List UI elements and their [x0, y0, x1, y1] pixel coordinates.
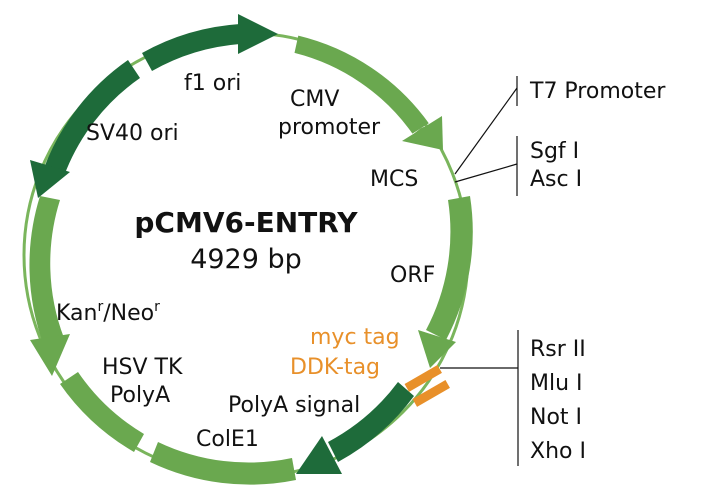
sv40-ori-body: [44, 60, 140, 176]
kan-neo-label: Kanr/Neor: [56, 299, 160, 326]
myc-tag-marker: [404, 365, 442, 392]
cmv-promoter-body: [294, 35, 429, 134]
not-i-label: Not I: [530, 405, 582, 430]
mlu-i-label: Mlu I: [530, 371, 583, 396]
f1-ori-label: f1 ori: [184, 71, 241, 96]
kan-neo-head: [30, 334, 70, 376]
myc-tag-label: myc tag: [310, 325, 400, 350]
orf-label: ORF: [390, 263, 435, 288]
f1-ori-body: [142, 24, 240, 71]
polya-signal-arrow-body: [328, 382, 414, 462]
cmv-label-line2: promoter: [278, 115, 381, 140]
asc-i-label: Asc I: [530, 167, 582, 192]
plasmid-name: pCMV6-ENTRY: [134, 206, 358, 239]
cmv-label-line1: CMV: [290, 87, 339, 112]
ddk-tag-label: DDK-tag: [290, 355, 380, 380]
sgf-i-label: Sgf I: [530, 139, 579, 164]
f1-ori-head: [238, 14, 278, 54]
cole1-block: [150, 442, 296, 485]
t7-promoter-label: T7 Promoter: [529, 79, 666, 104]
mcs-label: MCS: [370, 167, 418, 192]
cole1-label: ColE1: [196, 427, 259, 452]
orf-body: [426, 196, 473, 340]
xho-i-label: Xho I: [530, 439, 586, 464]
polya-signal-arrow-head: [296, 436, 342, 474]
hsv-tk-label-line1: HSV TK: [102, 355, 183, 380]
plasmid-size: 4929 bp: [190, 244, 302, 275]
rsr-ii-label: Rsr II: [530, 337, 586, 362]
hsv-tk-label-line2: PolyA: [110, 383, 170, 408]
orf-head: [418, 330, 456, 368]
cmv-promoter-head: [402, 116, 443, 150]
sv40-ori-label: SV40 ori: [86, 121, 179, 146]
ddk-tag-marker: [412, 380, 450, 407]
sv40-ori-head: [30, 160, 70, 198]
polya-signal-label: PolyA signal: [228, 393, 360, 418]
hsv-tk-polya-block: [60, 372, 144, 452]
kan-neo-body: [29, 196, 65, 346]
t7-callout-line: [454, 87, 518, 175]
sgf-asc-callout-line: [454, 163, 518, 183]
